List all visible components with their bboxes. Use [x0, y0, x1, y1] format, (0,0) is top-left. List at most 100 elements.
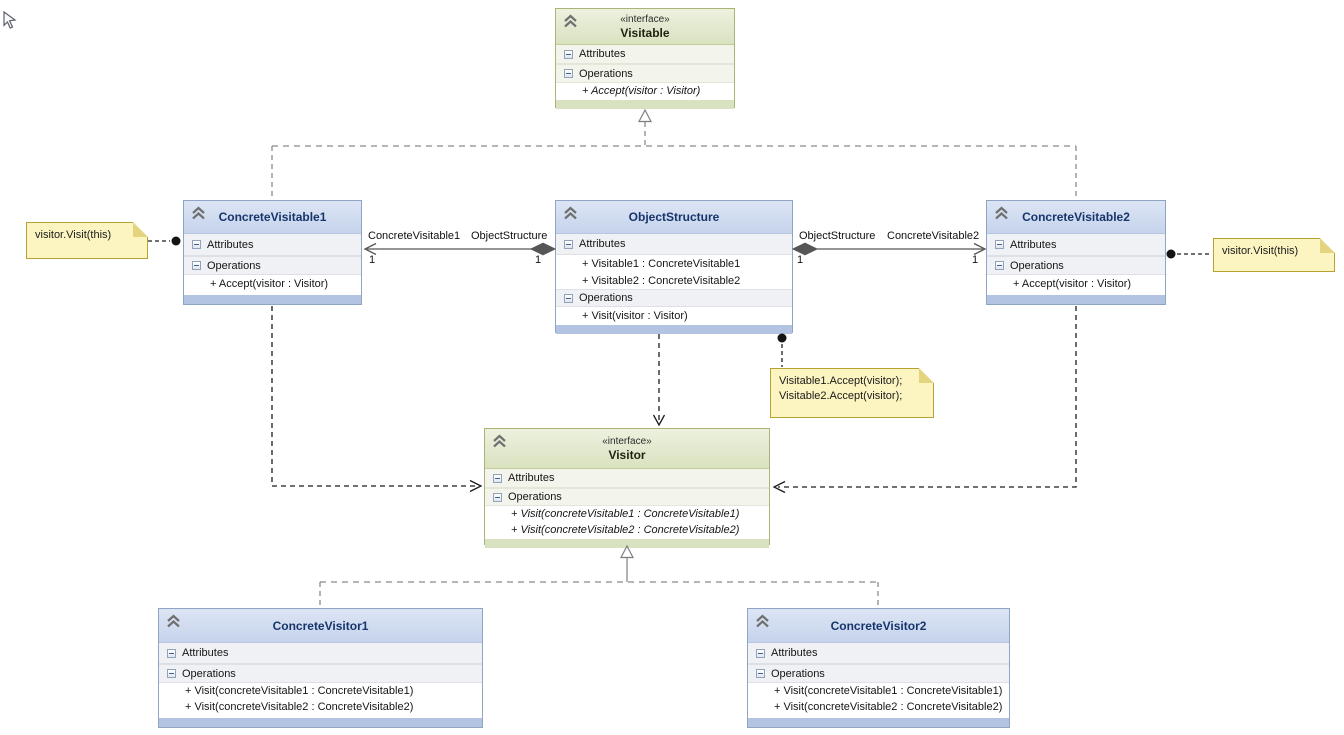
stereotype-label: «interface»: [602, 435, 652, 447]
minus-box-icon[interactable]: [756, 669, 765, 678]
dependency-concretevisitable1-visitor[interactable]: [271, 306, 483, 493]
minus-box-icon[interactable]: [564, 49, 573, 59]
minus-box-icon[interactable]: [493, 492, 502, 502]
operations-section[interactable]: Operations: [987, 256, 1165, 275]
operations-section[interactable]: Operations: [556, 64, 734, 83]
attributes-label: Attributes: [579, 238, 626, 250]
operations-label: Operations: [207, 259, 261, 272]
open-arrowhead: [973, 242, 987, 256]
note-center-connector[interactable]: [777, 333, 787, 368]
operations-section[interactable]: Operations: [556, 289, 792, 307]
minus-box-icon[interactable]: [192, 261, 201, 270]
class-visitable[interactable]: «interface» Visitable Attributes Operati…: [555, 8, 735, 109]
class-concretevisitor2[interactable]: ConcreteVisitor2 Attributes Operations +…: [747, 608, 1010, 728]
note-fold-corner: [133, 222, 148, 237]
class-title: ConcreteVisitor2: [830, 618, 927, 633]
assoc-left-source-role: ConcreteVisitable1: [368, 230, 461, 242]
class-title: ConcreteVisitable1: [218, 210, 327, 224]
collapse-chevron-icon[interactable]: [165, 614, 182, 629]
attributes-section[interactable]: Attributes: [184, 234, 361, 256]
class-title: ObjectStructure: [628, 210, 720, 224]
operations-section[interactable]: Operations: [159, 664, 482, 683]
class-concretevisitor1[interactable]: ConcreteVisitor1 Attributes Operations +…: [158, 608, 483, 728]
collapse-chevron-icon[interactable]: [562, 14, 579, 29]
attributes-section[interactable]: Attributes: [748, 643, 1009, 664]
minus-box-icon[interactable]: [564, 69, 573, 78]
collapse-chevron-icon[interactable]: [754, 614, 771, 629]
bottom-strip: [485, 538, 769, 548]
attributes-section[interactable]: Attributes: [159, 643, 482, 664]
note-right[interactable]: visitor.Visit(this): [1213, 238, 1335, 272]
operations-label: Operations: [508, 491, 562, 503]
class-concretevisitable2[interactable]: ConcreteVisitable2 Attributes Operations…: [986, 200, 1166, 305]
minus-box-icon[interactable]: [167, 648, 176, 658]
operations-section[interactable]: Operations: [748, 664, 1009, 683]
minus-box-icon[interactable]: [995, 240, 1004, 249]
minus-box-icon[interactable]: [995, 261, 1004, 270]
bottom-strip: [184, 294, 361, 304]
minus-box-icon[interactable]: [493, 473, 502, 483]
operation-item[interactable]: + Accept(visitor : Visitor): [987, 275, 1165, 293]
attributes-section[interactable]: Attributes: [485, 469, 769, 488]
operations-label: Operations: [1010, 259, 1064, 272]
class-objectstructure[interactable]: ObjectStructure Attributes + Visitable1 …: [555, 200, 793, 334]
note-center[interactable]: Visitable1.Accept(visitor); Visitable2.A…: [770, 368, 934, 418]
operations-section[interactable]: Operations: [184, 256, 361, 275]
minus-box-icon[interactable]: [564, 239, 573, 249]
operation-item[interactable]: + Visit(concreteVisitable1 : ConcreteVis…: [159, 683, 482, 699]
association-objectstructure-concretevisitable2[interactable]: [791, 242, 987, 256]
class-header[interactable]: ConcreteVisitor2: [748, 609, 1009, 643]
note-fold-corner: [1320, 238, 1335, 253]
attributes-label: Attributes: [508, 472, 555, 484]
operation-item[interactable]: + Accept(visitor : Visitor): [556, 83, 734, 99]
class-header[interactable]: ConcreteVisitable1: [184, 201, 361, 234]
bottom-strip: [159, 717, 482, 727]
note-fold-corner: [919, 368, 934, 383]
class-header[interactable]: ObjectStructure: [556, 201, 792, 234]
operation-item[interactable]: + Accept(visitor : Visitor): [184, 275, 361, 293]
realization-visitor-edge[interactable]: [319, 544, 879, 607]
class-header[interactable]: ConcreteVisitable2: [987, 201, 1165, 234]
attributes-label: Attributes: [771, 647, 818, 659]
class-concretevisitable1[interactable]: ConcreteVisitable1 Attributes Operations…: [183, 200, 362, 305]
bottom-strip: [987, 294, 1165, 304]
note-left-connector[interactable]: [148, 236, 181, 246]
operations-section[interactable]: Operations: [485, 488, 769, 506]
collapse-chevron-icon[interactable]: [491, 434, 508, 449]
collapse-chevron-icon[interactable]: [562, 206, 579, 221]
collapse-chevron-icon[interactable]: [993, 206, 1010, 221]
attribute-item[interactable]: + Visitable2 : ConcreteVisitable2: [556, 272, 792, 289]
class-visitor[interactable]: «interface» Visitor Attributes Operation…: [484, 428, 770, 548]
operation-item[interactable]: + Visit(concreteVisitable2 : ConcreteVis…: [485, 522, 769, 538]
attributes-section[interactable]: Attributes: [987, 234, 1165, 256]
dependency-objectstructure-visitor[interactable]: [652, 334, 666, 427]
operation-item[interactable]: + Visit(concreteVisitable1 : ConcreteVis…: [485, 506, 769, 522]
association-objectstructure-concretevisitable1[interactable]: [363, 242, 557, 256]
assoc-right-source-mult: 1: [797, 254, 804, 266]
minus-box-icon[interactable]: [167, 669, 176, 678]
hollow-triangle-arrowhead: [638, 108, 652, 123]
collapse-chevron-icon[interactable]: [190, 206, 207, 221]
class-header[interactable]: ConcreteVisitor1: [159, 609, 482, 643]
attribute-item[interactable]: + Visitable1 : ConcreteVisitable1: [556, 255, 792, 272]
minus-box-icon[interactable]: [564, 293, 573, 303]
note-left[interactable]: visitor.Visit(this): [26, 222, 148, 259]
note-right-connector[interactable]: [1166, 249, 1213, 259]
attributes-section[interactable]: Attributes: [556, 234, 792, 255]
operation-item[interactable]: + Visit(visitor : Visitor): [556, 307, 792, 324]
operation-item[interactable]: + Visit(concreteVisitable2 : ConcreteVis…: [159, 699, 482, 715]
open-arrowhead: [363, 242, 377, 256]
assoc-left-target-role: ObjectStructure: [471, 230, 548, 242]
class-header[interactable]: «interface» Visitable: [556, 9, 734, 45]
realization-visitable-edge[interactable]: [271, 108, 1077, 199]
mouse-cursor-icon: [3, 11, 17, 29]
attributes-label: Attributes: [579, 48, 626, 60]
minus-box-icon[interactable]: [756, 648, 765, 658]
class-header[interactable]: «interface» Visitor: [485, 429, 769, 469]
attributes-section[interactable]: Attributes: [556, 45, 734, 64]
anchor-dot: [1166, 249, 1176, 259]
operations-label: Operations: [579, 67, 633, 80]
operation-item[interactable]: + Visit(concreteVisitable2 : ConcreteVis…: [748, 699, 1009, 715]
minus-box-icon[interactable]: [192, 240, 201, 249]
operation-item[interactable]: + Visit(concreteVisitable1 : ConcreteVis…: [748, 683, 1009, 699]
